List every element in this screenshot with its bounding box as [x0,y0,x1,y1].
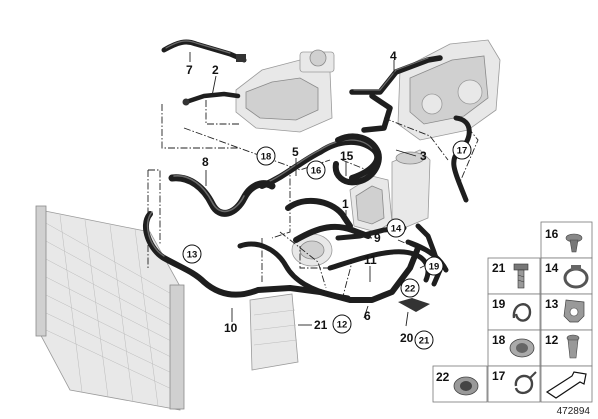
hose-clamp-icon [563,265,589,289]
holder-clip-icon [563,299,585,323]
legend-item-19: 19 [492,297,532,322]
thermostat-housing [349,175,393,233]
hose-6 [237,241,351,301]
callout-5: 5 [292,145,299,159]
svg-text:12: 12 [545,333,559,347]
circled-callout-17: 17 [452,140,472,160]
callout-4: 4 [390,49,397,63]
push-rivet-icon [565,233,583,253]
svg-text:18: 18 [492,333,506,347]
cable-tie-icon [514,371,537,395]
svg-text:13: 13 [187,250,198,261]
callout-1: 1 [342,197,349,211]
callout-2: 2 [212,63,219,77]
svg-text:17: 17 [457,146,468,157]
circled-callout-12: 12 [332,314,352,334]
leader-lines [189,52,417,327]
legend-item-17: 17 [492,369,537,395]
sleeve-icon [453,376,479,396]
legend-item-22: 22 [436,370,479,396]
svg-text:16: 16 [311,166,322,177]
legend-item-12: 12 [545,333,580,359]
hose-10 [143,211,421,303]
hose-4 [349,55,443,133]
reference-id: 472894 [557,406,591,417]
direction-arrow-icon [545,371,587,399]
svg-text:22: 22 [436,370,450,384]
hose-7 [161,39,247,63]
callout-21: 21 [314,318,328,332]
svg-text:21: 21 [492,261,506,275]
svg-text:19: 19 [492,297,506,311]
quick-coupling-icon [509,338,535,358]
circled-callout-18: 18 [256,146,276,166]
svg-text:13: 13 [545,297,559,311]
svg-text:19: 19 [429,262,440,273]
svg-text:14: 14 [391,224,402,235]
callout-labels: 7 2 4 5 15 3 8 1 9 11 6 10 21 20 [186,49,427,345]
bolt-icon [513,263,529,289]
legend-item-13: 13 [545,297,585,323]
svg-text:18: 18 [261,152,272,163]
callout-7: 7 [186,63,193,77]
circled-callout-14: 14 [386,218,406,238]
legend-item-18: 18 [492,333,535,358]
intercooler [249,293,299,371]
callout-6: 6 [364,309,371,323]
circled-callout-13: 13 [182,244,202,264]
svg-text:17: 17 [492,369,506,383]
filter-housing [391,149,431,229]
circled-callout-16: 16 [306,160,326,180]
hose-15 [332,133,382,186]
svg-text:16: 16 [545,227,559,241]
bracket-20 [398,298,430,312]
spring-clip-icon [512,303,532,322]
parts-legend: 16 21 14 [432,221,593,417]
callout-8: 8 [202,155,209,169]
callout-3: 3 [420,149,427,163]
callout-9: 9 [374,231,381,245]
callout-10: 10 [224,321,238,335]
expansion-tank [235,49,335,133]
callout-11: 11 [364,253,377,267]
hose-8 [168,174,276,217]
svg-text:14: 14 [545,261,559,275]
circled-callouts: 18 16 17 14 13 19 22 12 [182,140,472,350]
radiator [35,205,185,411]
legend-item-16: 16 [545,227,583,253]
engine-block [397,39,501,141]
legend-item-21: 21 [492,261,529,289]
svg-text:22: 22 [405,284,416,295]
legend-item-14: 14 [545,261,589,289]
callout-20: 20 [400,331,414,345]
hose-right [405,223,449,287]
circled-callout-21: 21 [414,330,434,350]
hose-2 [182,91,241,106]
hose-5 [259,139,381,189]
callout-15: 15 [340,149,354,163]
expanding-rivet-icon [566,334,580,359]
svg-text:21: 21 [419,336,430,347]
circled-callout-22: 22 [400,278,420,298]
svg-text:12: 12 [337,320,348,331]
circled-callout-19: 19 [424,256,444,276]
hose-1 [285,197,371,243]
